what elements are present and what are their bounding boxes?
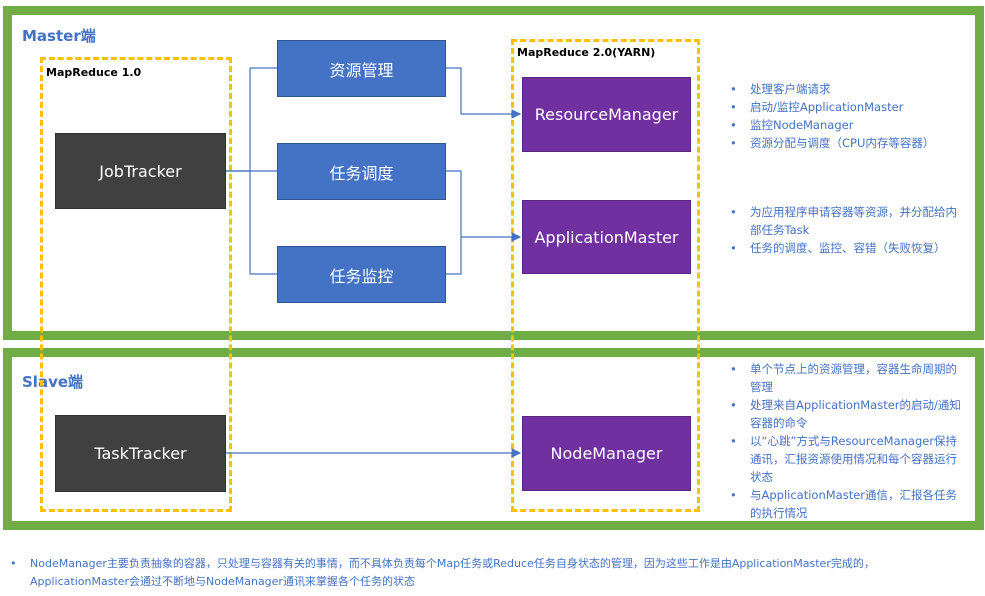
mapreduce1-label: MapReduce 1.0 <box>46 66 142 79</box>
note-item: 处理客户端请求 <box>728 80 968 98</box>
note-item: 处理来自ApplicationMaster的启动/通知容器的命令 <box>728 396 968 432</box>
note-item: 为应用程序申请容器等资源，并分配给内部任务Task <box>728 203 968 239</box>
note-item: 资源分配与调度（CPU内存等容器） <box>728 134 968 152</box>
note-item: 以“心跳”方式与ResourceManager保持通讯，汇报资源使用情况和每个容… <box>728 432 968 486</box>
master-title: Master端 <box>22 27 96 45</box>
task-monitoring-box: 任务监控 <box>277 246 446 303</box>
jobtracker-box: JobTracker <box>55 133 226 209</box>
mapreduce1-group <box>40 57 232 512</box>
applicationmaster-box: ApplicationMaster <box>522 200 691 274</box>
applicationmaster-notes: 为应用程序申请容器等资源，并分配给内部任务Task 任务的调度、监控、容错（失败… <box>728 203 968 257</box>
task-scheduling-box: 任务调度 <box>277 143 446 200</box>
note-item: 监控NodeManager <box>728 116 968 134</box>
note-item: 启动/监控ApplicationMaster <box>728 98 968 116</box>
footer-note: NodeManager主要负责抽象的容器，只处理与容器有关的事情，而不具体负责每… <box>8 555 968 591</box>
mapreduce2-group <box>511 39 700 512</box>
nodemanager-notes: 单个节点上的资源管理，容器生命周期的管理 处理来自ApplicationMast… <box>728 360 968 522</box>
line-sched-monitor-bracket <box>446 170 462 275</box>
resourcemanager-notes: 处理客户端请求 启动/监控ApplicationMaster 监控NodeMan… <box>728 80 968 152</box>
resource-management-box: 资源管理 <box>277 40 446 97</box>
note-item: 单个节点上的资源管理，容器生命周期的管理 <box>728 360 968 396</box>
mapreduce2-label: MapReduce 2.0(YARN) <box>517 46 656 59</box>
note-item: 与ApplicationMaster通信，汇报各任务的执行情况 <box>728 486 968 522</box>
nodemanager-box: NodeManager <box>522 416 691 491</box>
slave-title: Slave端 <box>22 373 84 391</box>
line-resource-to-rm <box>446 67 522 119</box>
tasktracker-box: TaskTracker <box>55 415 226 492</box>
footer-text: NodeManager主要负责抽象的容器，只处理与容器有关的事情，而不具体负责每… <box>8 555 968 591</box>
resourcemanager-box: ResourceManager <box>522 77 691 152</box>
note-item: 任务的调度、监控、容错（失败恢复） <box>728 239 968 257</box>
